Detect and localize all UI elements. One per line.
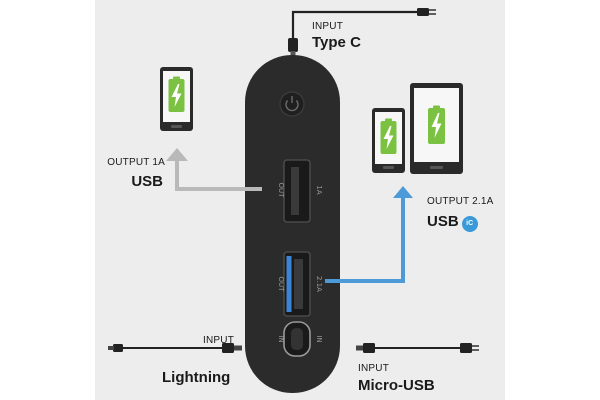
micro-usb-input-small: INPUT [358,363,389,374]
output-1a-big: USB [131,173,163,190]
output-1a-small: OUTPUT 1A [107,157,165,168]
blue-output-arrow [325,186,413,283]
micro-usb-input-label: INPUT Micro-USB [358,363,435,394]
micro-usb-cable [356,343,479,353]
usb-port-icon [283,159,311,223]
typec-input-big: Type C [312,34,361,51]
charging-battery-icon [428,105,445,144]
output-1a-label: OUTPUT 1A USB [103,157,165,190]
blue-port-rating-label: 2.1A [315,276,323,292]
charging-battery-icon [168,76,185,112]
power-button-icon [279,91,305,117]
micro-usb-input-big: Micro-USB [358,377,435,394]
output-21a-small: OUTPUT 2.1A [427,196,494,207]
power-bank-body [245,55,340,393]
lightning-cable [108,343,242,353]
top-port-rating-label: 1A [315,185,323,194]
lightning-input-label: INPUT Lightning [162,335,242,386]
lightning-input-small: INPUT [203,335,234,346]
ic-badge-icon: iC [461,216,478,232]
typec-input-label: INPUT Type C [312,20,361,52]
bottom-port-left-label: IN [277,335,285,342]
grey-output-arrow [166,148,262,191]
lightning-input-big: Lightning [162,369,231,386]
usb-port-icon [283,251,311,317]
output-21a-big: USB [427,213,459,230]
blue-port-out-label: OUT [277,277,285,293]
bottom-port-right-label: IN [315,335,323,342]
usb-c-port-icon [283,321,311,357]
typec-input-small: INPUT [312,21,343,32]
typec-cable [288,8,436,57]
charging-battery-icon [380,118,397,154]
top-port-out-label: OUT [277,183,285,199]
